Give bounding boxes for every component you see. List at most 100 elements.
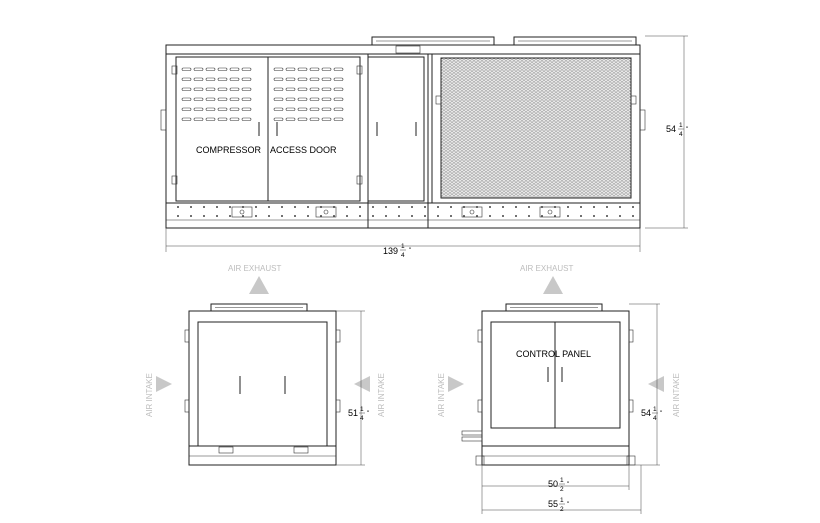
louvre-slot [333,77,344,81]
bolt-hole [385,215,387,217]
air-exhaust-arrow-left [249,276,269,294]
louvre-slot [321,87,332,91]
louvre-slot [333,117,344,121]
bolt-hole [619,215,621,217]
bolt-hole [398,206,400,208]
bolt-hole [359,215,361,217]
bolt-hole [515,206,517,208]
control-panel-label: CONTROL PANEL [516,349,591,359]
louvre-slot [193,77,204,81]
louvre-slot [309,67,320,71]
bolt-hole [450,215,452,217]
bolt-hole [255,215,257,217]
louvre-slot [217,97,228,101]
svg-text:139: 139 [383,246,398,256]
louvre-slot [241,107,252,111]
bolt-hole [307,206,309,208]
svg-text:1: 1 [401,243,405,250]
louvre-slot [205,107,216,111]
louvre-slot [309,77,320,81]
louvre-slot [321,97,332,101]
bolt-hole [502,206,504,208]
bolt-hole [476,215,478,217]
louvre-slot [273,67,284,71]
bolt-hole [346,206,348,208]
louvre-slot [217,77,228,81]
air-intake-arrow-4 [648,376,664,392]
svg-text:1: 1 [679,122,683,129]
bolt-hole [502,215,504,217]
louvre-slot [285,67,296,71]
louvre-slot [273,107,284,111]
svg-text:51: 51 [348,408,358,418]
louvre-slot [181,87,192,91]
louvre-slot [205,67,216,71]
bolt-hole [333,215,335,217]
louvre-slot [193,97,204,101]
louvre-slot [181,117,192,121]
louvre-slot [309,107,320,111]
bolt-hole [632,215,634,217]
svg-text:1: 1 [653,406,657,413]
louvre-slot [297,117,308,121]
bolt-hole [424,215,426,217]
bolt-hole [307,215,309,217]
svg-text:": " [660,410,663,417]
air-intake-label-1: AIR INTAKE [145,373,154,417]
louvre-slot [297,67,308,71]
bolt-hole [437,206,439,208]
condenser-fan-left [371,36,495,46]
svg-text:4: 4 [653,415,657,422]
svg-text:54: 54 [641,408,651,418]
svg-text:": " [567,501,570,508]
bolt-hole [450,206,452,208]
bolt-hole [424,206,426,208]
svg-text:55: 55 [548,499,558,509]
bolt-hole [567,215,569,217]
bolt-hole [489,206,491,208]
bolt-hole [463,215,465,217]
louvre-slot [229,117,240,121]
louvre-slot [229,87,240,91]
louvre-slot [333,107,344,111]
louvre-slot [241,67,252,71]
louvre-slot [273,117,284,121]
louvre-slots [181,67,344,121]
bolt-hole [190,206,192,208]
end-door-left [197,321,328,447]
louvre-slot [297,87,308,91]
bolt-hole [229,206,231,208]
end-elevation-right: AIR EXHAUST CONTROL PANEL AIR INTAKE AIR… [437,264,681,514]
air-intake-arrow-2 [354,376,370,392]
air-intake-arrow-1 [156,376,172,392]
bolt-hole [411,215,413,217]
bolt-hole [203,215,205,217]
end-outline-right [481,310,630,466]
air-exhaust-label-right: AIR EXHAUST [520,264,573,273]
louvre-slot [285,117,296,121]
bolt-hole [593,215,595,217]
louvre-slot [205,117,216,121]
bolt-hole [398,215,400,217]
louvre-slot [285,107,296,111]
louvre-slot [229,97,240,101]
svg-text:4: 4 [401,252,405,259]
louvre-slot [229,77,240,81]
louvre-slot [181,107,192,111]
condenser-fan-right [513,36,637,46]
bolt-hole [294,215,296,217]
bolt-hole [359,206,361,208]
louvre-slot [309,97,320,101]
louvre-slot [241,97,252,101]
bolt-hole [268,206,270,208]
bolt-hole [437,215,439,217]
louvre-slot [193,107,204,111]
bolt-hole [281,215,283,217]
louvre-slot [333,67,344,71]
svg-text:1: 1 [560,477,564,484]
air-intake-label-2: AIR INTAKE [377,373,386,417]
svg-text:": " [367,410,370,417]
bolt-hole [177,206,179,208]
bolt-hole [190,215,192,217]
